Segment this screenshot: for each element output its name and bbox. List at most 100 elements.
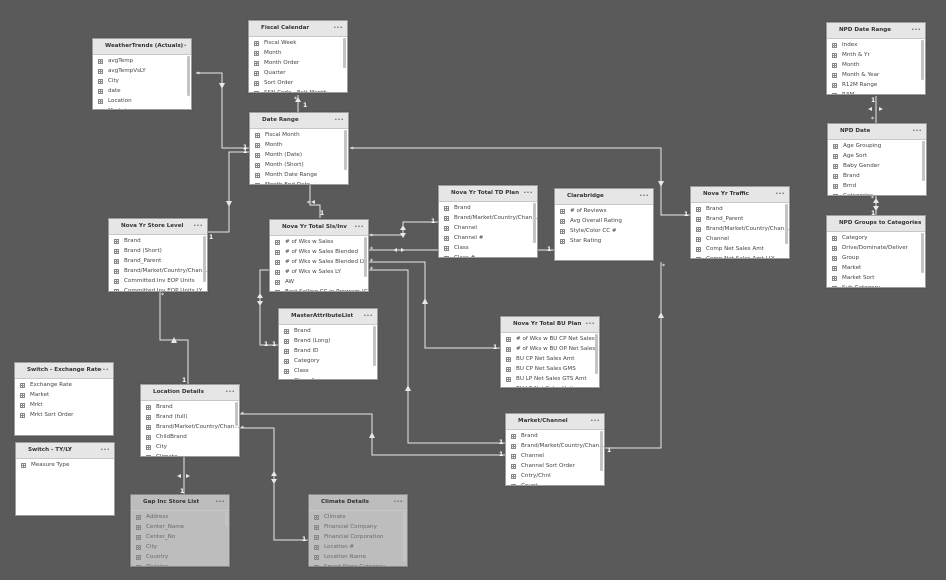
scrollbar[interactable] [373, 326, 376, 366]
field-item[interactable]: Age Sort [828, 151, 926, 161]
field-item[interactable]: avgTempVsLY [93, 66, 191, 76]
field-item[interactable]: Financial Company [309, 522, 407, 532]
field-item[interactable]: Fiscal Month [250, 130, 348, 140]
field-item[interactable]: Brand (Short) [109, 246, 207, 256]
field-item[interactable]: Financial Corporation [309, 532, 407, 542]
more-options-icon[interactable]: ··· [523, 189, 533, 197]
field-item[interactable]: Brnd [828, 181, 926, 191]
field-item[interactable]: Brand [109, 236, 207, 246]
field-item[interactable]: Mrkt [15, 400, 113, 410]
field-item[interactable]: Location Name [309, 552, 407, 562]
field-item[interactable]: Market [93, 106, 191, 109]
table-title[interactable]: MasterAttributeList··· [279, 309, 377, 325]
field-item[interactable]: Channel # [439, 233, 537, 243]
field-item[interactable]: date [93, 86, 191, 96]
more-options-icon[interactable]: ··· [99, 366, 109, 374]
scrollbar[interactable] [403, 512, 406, 562]
scrollbar[interactable] [344, 130, 347, 170]
field-item[interactable]: # of Wks w Sales LY [270, 267, 368, 277]
field-item[interactable]: # of Wks w BU CP Net Sales ... [501, 334, 599, 344]
table-title[interactable]: Date Range··· [250, 113, 348, 129]
field-item[interactable]: Brand/Market/Country/Chan... [109, 266, 207, 276]
scrollbar[interactable] [921, 40, 924, 80]
more-options-icon[interactable]: ··· [334, 116, 344, 124]
field-item[interactable]: avgTemp [93, 56, 191, 66]
field-item[interactable]: Drive/Dominate/Deliver [827, 243, 925, 253]
field-item[interactable]: Measure Type [16, 460, 114, 470]
field-item[interactable]: Brand [828, 171, 926, 181]
table-card-tyly[interactable]: Switch - TY/LY···Measure Type [15, 442, 115, 516]
field-item[interactable]: Style/Color CC # [555, 226, 653, 236]
field-item[interactable]: Cntry/Chnl [506, 471, 604, 481]
field-item[interactable]: AW [270, 277, 368, 287]
table-title[interactable]: Climate Details··· [309, 495, 407, 511]
table-card-slsinv[interactable]: Nova Yr Total Sls/Inv···# of Wks w Sales… [269, 219, 369, 292]
more-options-icon[interactable]: ··· [333, 24, 343, 32]
table-title[interactable]: Nova Yr Store Level··· [109, 219, 207, 235]
field-item[interactable]: BU CP Net Sales GMS [501, 364, 599, 374]
more-options-icon[interactable]: ··· [393, 498, 403, 506]
more-options-icon[interactable]: ··· [100, 446, 110, 454]
more-options-icon[interactable]: ··· [639, 192, 649, 200]
field-item[interactable]: Class # [279, 376, 377, 379]
field-item[interactable]: Brand [506, 431, 604, 441]
field-item[interactable]: Brand/Market/Country/Chan... [506, 441, 604, 451]
field-item[interactable]: Month Date Range [250, 170, 348, 180]
field-item[interactable]: Star Rating [555, 236, 653, 246]
scrollbar[interactable] [595, 334, 598, 374]
field-item[interactable]: Market [827, 263, 925, 273]
field-item[interactable]: Address [131, 512, 229, 522]
table-title[interactable]: Nova Yr Traffic··· [691, 187, 789, 203]
field-item[interactable]: Month Order [249, 58, 347, 68]
field-item[interactable]: City [93, 76, 191, 86]
field-item[interactable]: Class # [439, 253, 537, 257]
table-title[interactable]: NPD Date Range··· [827, 23, 925, 39]
field-item[interactable]: Class [439, 243, 537, 253]
field-item[interactable]: Country [131, 552, 229, 562]
field-item[interactable]: Mrkt Sort Order [15, 410, 113, 420]
field-item[interactable]: Market [15, 390, 113, 400]
table-title[interactable]: Location Details··· [141, 385, 239, 401]
field-item[interactable]: City [131, 542, 229, 552]
field-item[interactable]: Channel Sort Order [506, 461, 604, 471]
table-title[interactable]: Nova Yr Total TD Plan··· [439, 186, 537, 202]
more-options-icon[interactable]: ··· [354, 223, 364, 231]
field-item[interactable]: Channel [506, 451, 604, 461]
more-options-icon[interactable]: ··· [585, 320, 595, 328]
field-item[interactable]: Category [827, 233, 925, 243]
more-options-icon[interactable]: ··· [912, 127, 922, 135]
field-item[interactable]: Channel [691, 234, 789, 244]
field-item[interactable]: Quarter [249, 68, 347, 78]
field-item[interactable]: Month [827, 60, 925, 70]
field-item[interactable]: SSN Code - Exit Month [249, 88, 347, 92]
field-item[interactable]: R3M [827, 90, 925, 94]
scrollbar[interactable] [921, 233, 924, 273]
field-item[interactable]: Baby Gender [828, 161, 926, 171]
table-title[interactable]: WeatherTrends (Actuals)··· [93, 39, 191, 55]
scrollbar[interactable] [203, 236, 206, 282]
table-title[interactable]: NPD Groups to Categories··· [827, 216, 925, 232]
more-options-icon[interactable]: ··· [177, 42, 187, 50]
field-item[interactable]: Age Grouping [828, 141, 926, 151]
scrollbar[interactable] [343, 38, 346, 68]
field-item[interactable]: Month (Date) [250, 150, 348, 160]
field-item[interactable]: R12M Range [827, 80, 925, 90]
more-options-icon[interactable]: ··· [363, 312, 373, 320]
field-item[interactable]: Brand/Market/Country/Chan... [141, 422, 239, 432]
field-item[interactable]: Brand_Parent [109, 256, 207, 266]
field-item[interactable]: Brand ID [279, 346, 377, 356]
field-item[interactable]: Sort Order [249, 78, 347, 88]
field-item[interactable]: Month [249, 48, 347, 58]
field-item[interactable]: Division [131, 562, 229, 566]
field-item[interactable]: Center_Name [131, 522, 229, 532]
field-item[interactable]: Group [827, 253, 925, 263]
